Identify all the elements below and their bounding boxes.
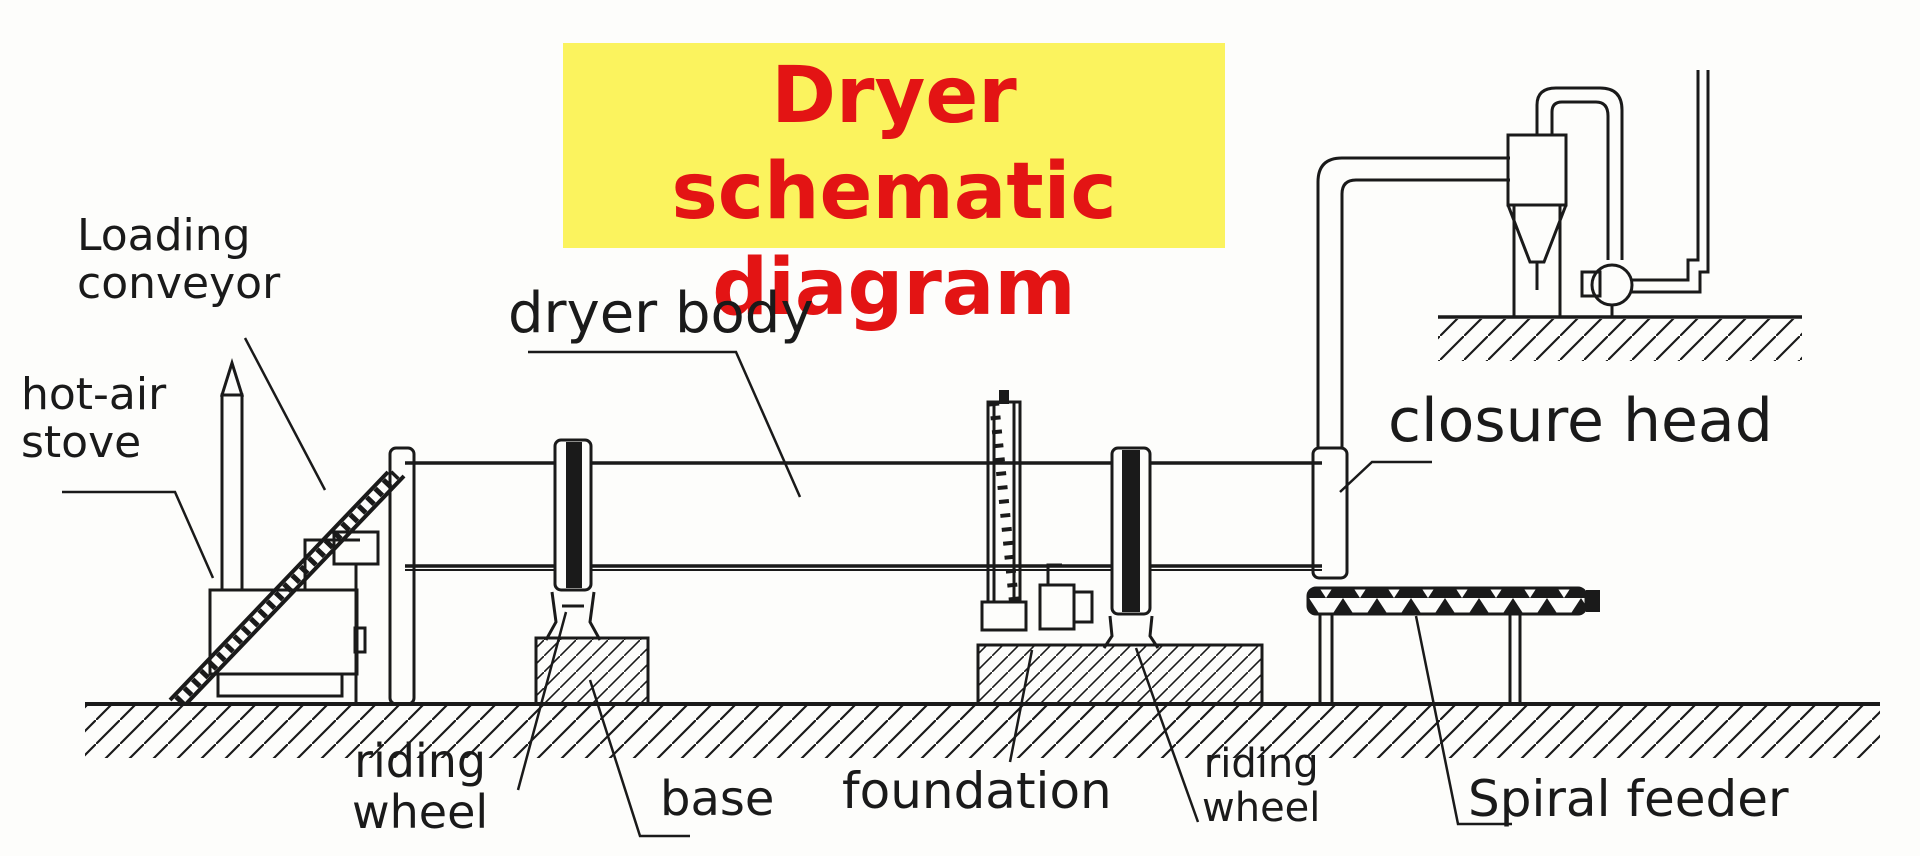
label-riding-wheel-right: riding wheel: [1202, 742, 1320, 830]
title-line-2: diagram: [712, 243, 1076, 333]
riding-wheel-left: [544, 438, 602, 641]
label-riding-wheel-right-line-2: wheel: [1202, 785, 1321, 831]
leader-hot-air-stove: [62, 490, 215, 579]
leader-closure-head: [1339, 460, 1432, 493]
cyclone-separator: [1506, 86, 1624, 317]
base-block: [534, 636, 650, 706]
diagram-title: Dryer schematic diagram: [563, 48, 1225, 336]
leader-base: [588, 679, 690, 838]
label-hot-air-stove-line-2: stove: [21, 417, 142, 469]
leader-dryer-body: [528, 350, 802, 498]
label-riding-wheel-right-line-1: riding: [1203, 741, 1319, 787]
label-loading-conveyor-line-1: Loading: [77, 210, 251, 261]
label-dryer-body: dryer body: [508, 281, 814, 346]
label-spiral-feeder: Spiral feeder: [1468, 770, 1789, 828]
riding-wheel-right: [1102, 446, 1160, 649]
title-line-1: Dryer schematic: [671, 51, 1117, 237]
label-hot-air-stove-line-1: hot-air: [21, 369, 167, 420]
leader-foundation: [1008, 649, 1034, 763]
leader-riding-wheel-left: [516, 611, 568, 791]
leader-lines: [62, 337, 1512, 838]
label-riding-wheel-left-line-2: wheel: [352, 784, 489, 839]
label-hot-air-stove: hot-air stove: [21, 369, 167, 469]
exhaust-fan: [1580, 70, 1710, 317]
foundation-block: [976, 643, 1264, 706]
label-closure-head: closure head: [1388, 386, 1773, 456]
title-banner: [563, 43, 1225, 248]
upper-platform: [1438, 315, 1802, 361]
leader-spiral-feeder: [1414, 615, 1512, 826]
leader-riding-wheel-right: [1134, 647, 1200, 823]
hot-air-stove: [208, 357, 367, 698]
drive-motor: [1038, 563, 1094, 631]
label-riding-wheel-left: riding wheel: [352, 736, 488, 837]
label-loading-conveyor-line-2: conveyor: [77, 258, 281, 310]
exhaust-duct: [1316, 156, 1510, 448]
label-foundation: foundation: [842, 762, 1112, 820]
gear-ring: [980, 390, 1028, 632]
spiral-feeder: [1306, 586, 1600, 704]
loading-conveyor: [168, 470, 406, 706]
label-base: base: [660, 771, 775, 827]
leader-loading-conveyor: [243, 337, 327, 491]
label-riding-wheel-left-line-1: riding: [354, 734, 487, 788]
label-loading-conveyor: Loading conveyor: [77, 210, 281, 310]
